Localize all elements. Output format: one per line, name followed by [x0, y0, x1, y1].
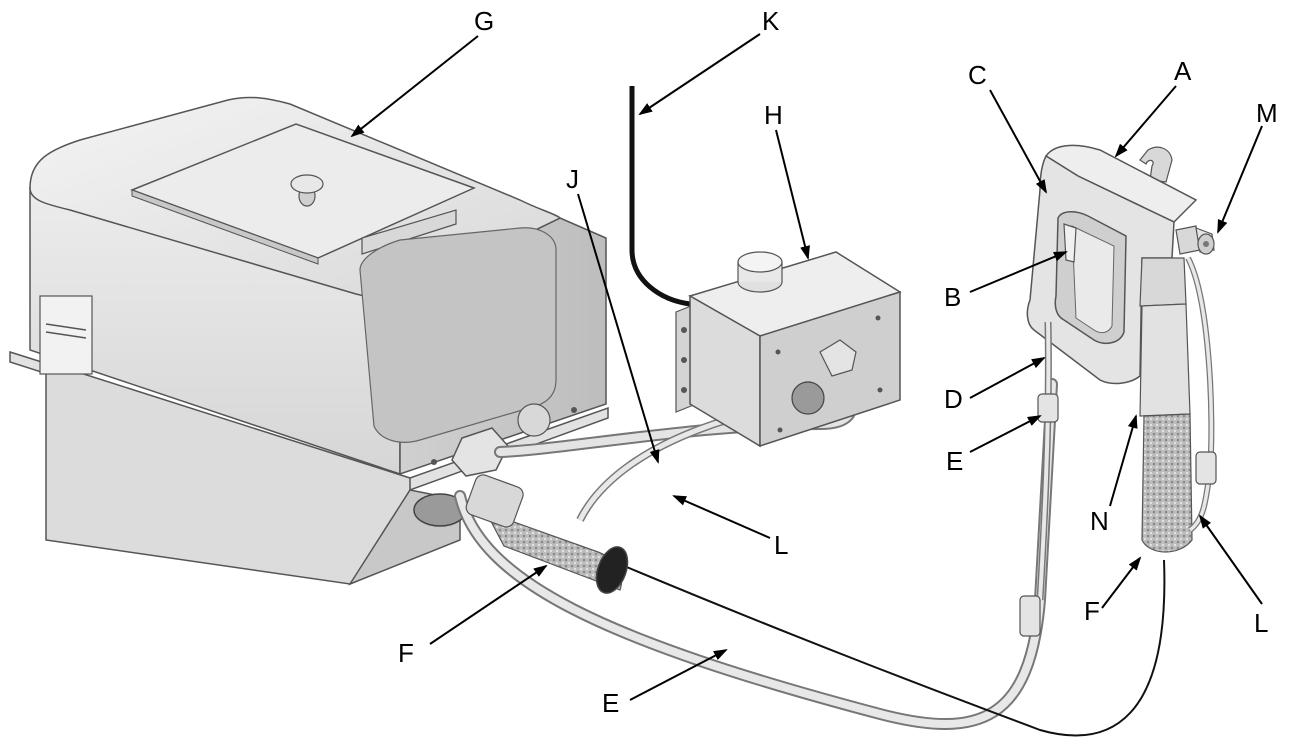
leader-F1	[429, 564, 548, 645]
leader-N	[1109, 414, 1138, 507]
callout-C: C	[968, 60, 987, 90]
callout-labels: G K H J C A M B D E N L F F L E	[398, 6, 1278, 718]
leader-B	[969, 251, 1068, 293]
callout-H: H	[764, 100, 783, 130]
heated-hose-sleeve	[465, 474, 629, 594]
callout-L1: L	[774, 530, 788, 560]
callout-K: K	[762, 6, 780, 36]
spray-gun	[1019, 144, 1217, 637]
leader-L2	[1198, 514, 1263, 605]
leader-C	[989, 89, 1047, 194]
leader-lines	[350, 33, 1263, 701]
leader-J	[577, 193, 660, 464]
leader-G	[350, 35, 479, 138]
melter-unit	[9, 96, 609, 586]
callout-F1: F	[398, 638, 414, 668]
leader-E1	[969, 415, 1042, 453]
callout-A: A	[1174, 56, 1192, 86]
callout-D: D	[944, 384, 963, 414]
callout-J: J	[566, 164, 579, 194]
leader-K	[638, 33, 761, 116]
callout-E2: E	[602, 688, 619, 718]
callout-F2: F	[1084, 596, 1100, 626]
manifold-box	[675, 251, 902, 448]
callout-N: N	[1090, 506, 1109, 536]
leader-L1	[672, 495, 771, 539]
leader-E2	[629, 649, 728, 701]
leader-H	[775, 129, 810, 260]
callout-B: B	[944, 282, 961, 312]
callout-L2: L	[1254, 608, 1268, 638]
leader-A	[1114, 85, 1177, 158]
leader-M	[1217, 125, 1263, 234]
callout-G: G	[474, 6, 494, 36]
callout-E1: E	[946, 446, 963, 476]
leader-D	[969, 357, 1046, 399]
callout-M: M	[1256, 98, 1278, 128]
leader-F2	[1101, 556, 1142, 609]
